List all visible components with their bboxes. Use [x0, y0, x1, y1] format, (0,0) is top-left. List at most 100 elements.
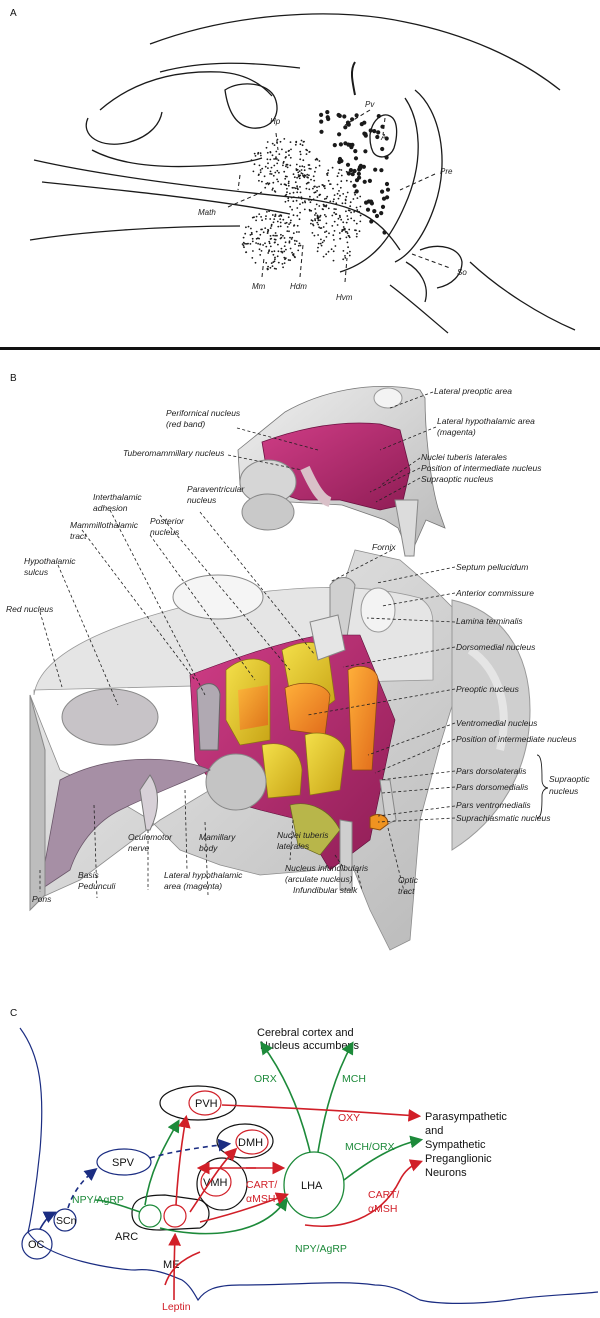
stipple-dot-small [250, 231, 253, 234]
stipple-dot-small [268, 242, 271, 245]
stipple-dot-small [259, 254, 262, 256]
label-suprachiasmatic: Suprachiasmatic nucleus [456, 813, 551, 823]
stipple-dot-small [341, 202, 344, 205]
stipple-dot-small [324, 187, 326, 190]
stipple-dot-small [269, 235, 272, 237]
stipple-dot-small [331, 214, 334, 217]
stipple-dot-small [340, 180, 343, 183]
stipple-dot-small [319, 193, 322, 196]
stipple-dot-small [316, 221, 319, 224]
stipple-dot-small [292, 232, 295, 235]
stipple-dot-small [333, 211, 336, 214]
stipple-dot-small [353, 219, 356, 222]
stipple-dot-small [287, 184, 290, 187]
stipple-dot-small [255, 237, 258, 240]
stipple-dot-small [288, 230, 290, 233]
stipple-dot-large [353, 149, 358, 154]
stipple-dot-small [271, 154, 274, 157]
stipple-dot-small [336, 224, 339, 226]
stipple-dot-small [341, 230, 343, 233]
stipple-dot-small [316, 196, 319, 198]
stipple-dot-small [335, 213, 338, 216]
stipple-dot-small [336, 183, 339, 186]
stipple-dot-small [347, 234, 350, 237]
stipple-dot-small [283, 245, 286, 248]
label-posterior-sub: nucleus [150, 527, 180, 537]
stipple-dot-small [262, 244, 264, 246]
stipple-dot-small [251, 237, 254, 240]
stipple-dot-small [345, 179, 348, 182]
stipple-dot-small [290, 238, 293, 240]
stipple-dot-small [309, 168, 312, 170]
stipple-dot-small [349, 250, 351, 253]
stipple-dot-small [344, 229, 346, 231]
label-orx: ORX [254, 1073, 277, 1085]
stipple-dot-small [322, 255, 325, 258]
stipple-dot-small [243, 246, 245, 249]
label-lamina: Lamina terminalis [456, 616, 523, 626]
stipple-dot-small [287, 197, 290, 200]
stipple-dot-large [372, 129, 377, 134]
stipple-dot-small [259, 243, 262, 246]
stipple-dot-small [341, 229, 344, 231]
stipple-dot-small [286, 230, 289, 233]
stipple-dot-small [280, 183, 282, 186]
label-so: So [457, 268, 467, 277]
label-npy-agrp-bottom: NPY/AgRP [295, 1243, 347, 1255]
stipple-dot-small [271, 250, 273, 253]
stipple-dot-large [337, 132, 342, 137]
stipple-dot-small [333, 194, 336, 197]
label-lha-top-sub: (magenta) [437, 427, 476, 437]
stipple-dot-small [317, 219, 320, 222]
stipple-dot-small [286, 187, 288, 190]
stipple-dot-small [251, 257, 254, 259]
label-nuclei-tuberis-sub: laterales [277, 841, 310, 851]
stipple-dot-small [301, 144, 304, 147]
stipple-dot-small [274, 241, 276, 244]
stipple-dot-small [259, 233, 262, 236]
stipple-dot-small [299, 165, 301, 168]
stipple-dot-small [264, 242, 266, 245]
panel-b-leaders [39, 391, 456, 899]
stipple-dot-small [308, 167, 311, 170]
stipple-dot-small [267, 183, 270, 186]
stipple-dot-small [271, 189, 274, 191]
stipple-dot-small [304, 174, 307, 177]
stipple-dot-small [254, 155, 257, 157]
stipple-dot-small [324, 231, 326, 234]
target-label-5: Neurons [425, 1167, 467, 1179]
stipple-dot-large [379, 211, 384, 216]
stipple-dot-small [295, 199, 298, 202]
stipple-dot-small [281, 263, 284, 265]
stipple-dot-small [330, 248, 333, 251]
stipple-dot-small [259, 152, 262, 155]
stipple-dot-large [368, 128, 373, 133]
stipple-dot-small [282, 266, 284, 269]
stipple-dot-small [300, 197, 303, 200]
stipple-dot-large [338, 142, 343, 147]
stipple-dot-small [340, 174, 343, 177]
stipple-dot-small [278, 171, 280, 174]
stipple-dot-small [277, 250, 280, 253]
label-supraoptic: Supraoptic [549, 774, 590, 784]
stipple-dot-small [340, 169, 343, 171]
stipple-dot-small [305, 153, 308, 156]
stipple-dot-small [290, 196, 293, 199]
stipple-dot-small [290, 148, 292, 151]
stipple-dot-small [287, 180, 290, 183]
stipple-dot-small [296, 207, 299, 209]
stipple-dot-large [362, 179, 367, 184]
stipple-dot-small [333, 239, 335, 241]
stipple-dot-small [278, 215, 280, 218]
stipple-dot-small [308, 174, 310, 177]
stipple-dot-small [312, 198, 315, 201]
stipple-dot-small [313, 185, 316, 188]
stipple-dot-small [350, 180, 352, 183]
stipple-dot-small [329, 183, 332, 186]
stipple-dot-small [277, 225, 280, 228]
stipple-dot-small [332, 200, 335, 203]
stipple-dot-small [354, 193, 356, 196]
stipple-dot-small [307, 181, 310, 184]
stipple-dot-small [288, 241, 291, 244]
stipple-dot-small [273, 250, 276, 253]
